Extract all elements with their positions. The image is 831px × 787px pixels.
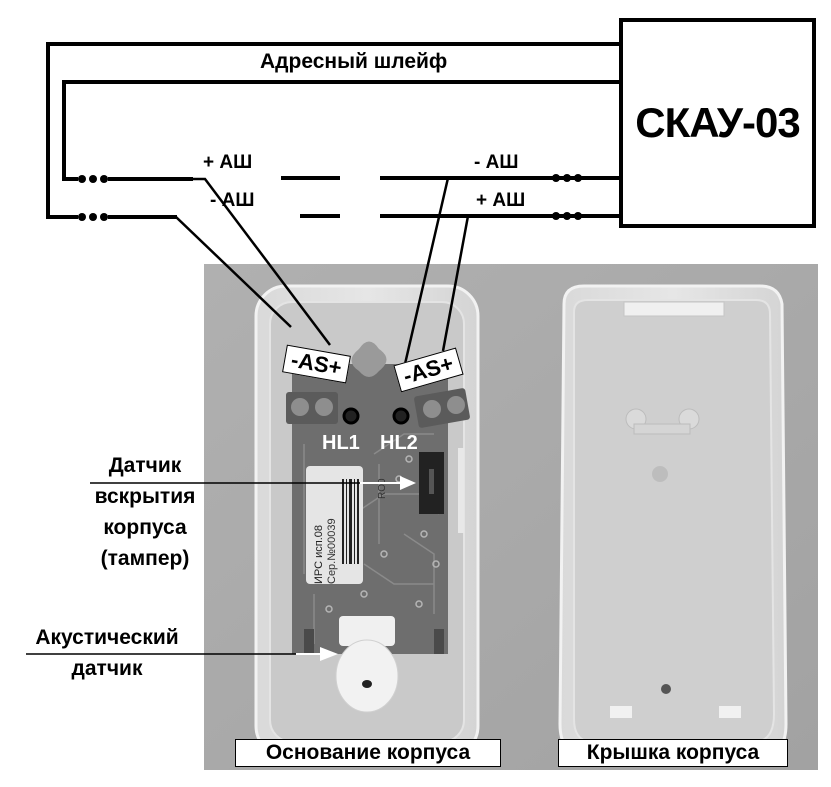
device-photo: ИРС исп.08 Сер.№00039 RO0 [204,264,818,770]
tamper-callout-line-4: (тампер) [100,547,190,570]
acoustic-callout-line [26,647,338,661]
tamper-callout-line-2: вскрытия [94,485,196,508]
wire-inner [62,80,620,181]
wire-label-left-plus: + АШ [203,152,253,173]
controller-name: СКАУ-03 [635,99,801,146]
acoustic-callout-line-2: датчик [71,657,143,680]
wire-outer [46,42,620,219]
acoustic-callout: Акустический датчик [22,622,192,684]
led-label-hl2: HL2 [380,432,418,454]
caption-base: Основание корпуса [235,739,501,767]
sticker-code: RO0 [377,478,388,499]
wire-label-right-plus: + АШ [476,190,526,211]
continuation-dots [78,175,108,221]
tamper-callout-line-3: корпуса [103,516,187,539]
pcb-sticker [306,466,363,584]
photo-drawing: ИРС исп.08 Сер.№00039 RO0 [204,264,818,770]
tamper-callout-line [90,476,416,490]
acoustic-sensor [335,639,399,713]
tamper-callout: Датчик вскрытия корпуса (тампер) [80,450,210,574]
sticker-serial: Сер.№00039 [326,518,338,584]
caption-cover: Крышка корпуса [558,739,788,767]
case-base: ИРС исп.08 Сер.№00039 RO0 [254,284,480,758]
case-cover [558,284,788,758]
led-hl1 [342,407,360,425]
loop-label: Адресный шлейф [260,50,448,73]
controller-box: СКАУ-03 [619,18,816,228]
led-hl2 [392,407,410,425]
wire-label-right-minus: - АШ [474,152,519,173]
wire-label-left-minus: - АШ [210,190,255,211]
tamper-callout-line-1: Датчик [108,454,182,477]
acoustic-callout-line-1: Акустический [35,626,179,649]
sticker-model: ИРС исп.08 [313,525,325,584]
led-label-hl1: HL1 [322,432,360,454]
